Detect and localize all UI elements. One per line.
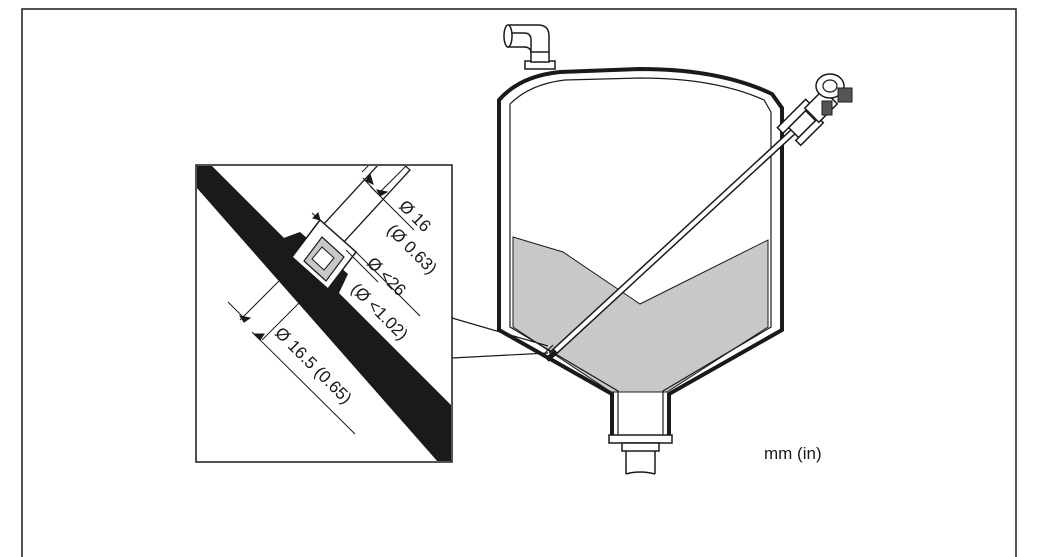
units-label: mm (in)	[764, 444, 822, 463]
transmitter-housing	[803, 73, 853, 124]
dim-rod	[361, 166, 415, 231]
silo	[497, 24, 853, 475]
silo-wall-section	[197, 166, 451, 461]
leader-line-top	[451, 317, 549, 347]
dim-nozzle	[311, 212, 421, 317]
dim-hole	[227, 277, 356, 435]
silo-wall-outer	[497, 66, 784, 438]
detail-marker	[544, 344, 554, 354]
outlet-pipe	[608, 434, 673, 475]
inlet-pipe	[503, 24, 556, 70]
leader-line-bottom	[451, 352, 549, 359]
silo-wall-inner	[509, 77, 772, 440]
probe-rod	[545, 127, 798, 362]
detail-view: Ø 16 (Ø 0.63) Ø <26 (Ø <1.02) Ø 16.5 (0.…	[195, 164, 453, 463]
